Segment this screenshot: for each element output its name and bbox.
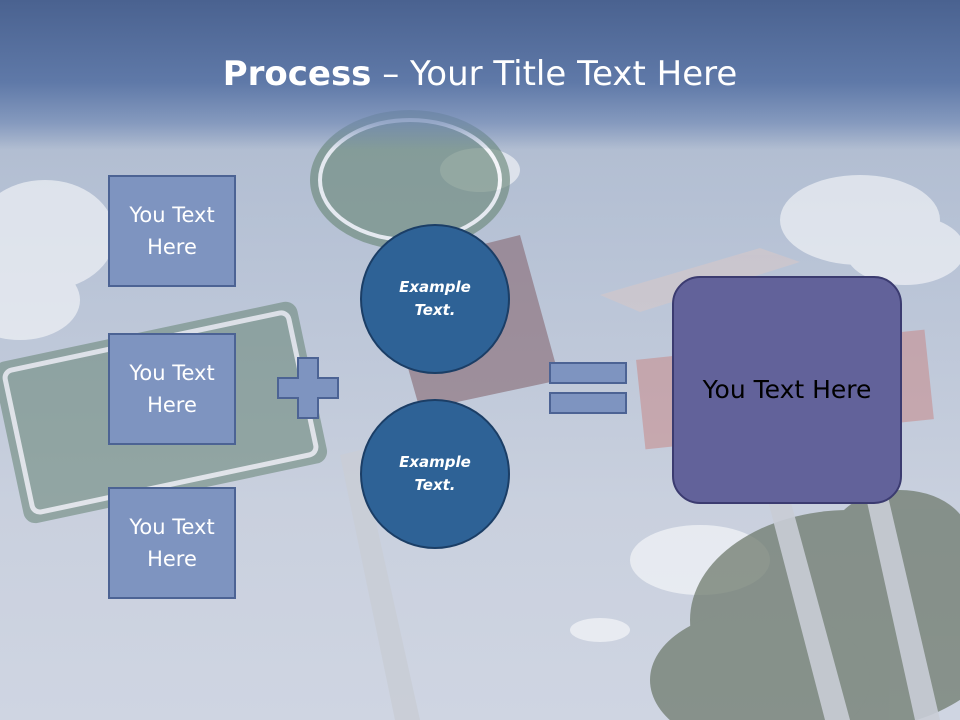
text-box-2: You Text Here — [108, 333, 236, 445]
text-box-1: You Text Here — [108, 175, 236, 287]
title-band — [0, 0, 960, 150]
title-rest: – Your Title Text Here — [371, 54, 738, 94]
sign-posts — [340, 450, 940, 720]
plus-icon — [277, 357, 339, 419]
text-box-3: You Text Here — [108, 487, 236, 599]
equals-icon — [549, 362, 627, 414]
slide-title: Process – Your Title Text Here — [0, 52, 960, 96]
example-circle-2: Example Text. — [360, 399, 510, 549]
result-box: You Text Here — [672, 276, 902, 504]
example-circle-1: Example Text. — [360, 224, 510, 374]
title-bold: Process — [222, 54, 372, 94]
